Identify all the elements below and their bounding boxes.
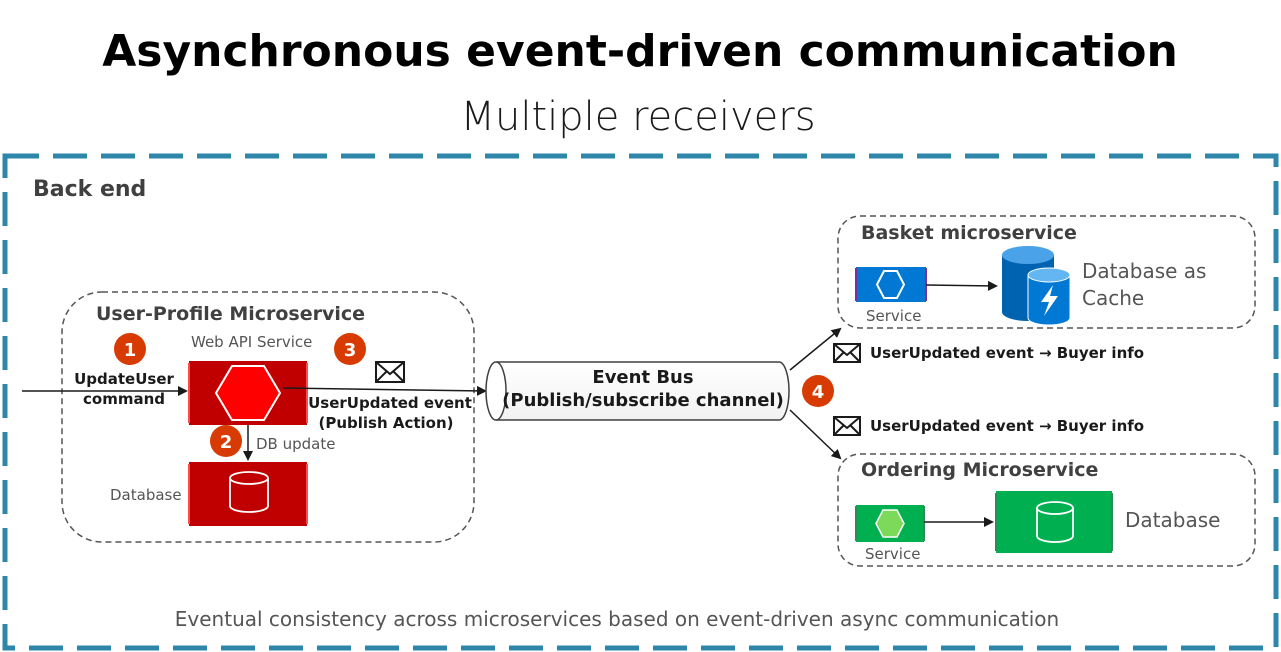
step-2-number: 2: [220, 432, 233, 453]
basket-db-label-line1: Database as: [1082, 259, 1206, 283]
ordering-event-label: UserUpdated event → Buyer info: [870, 417, 1144, 435]
basket-service: [855, 267, 927, 302]
ordering-service: [855, 505, 925, 542]
step-1-number: 1: [124, 340, 137, 361]
footer-caption: Eventual consistency across microservice…: [175, 607, 1059, 631]
step-2-badge: [210, 425, 242, 457]
step-3-number: 3: [344, 340, 357, 361]
cache-database-icon: [1002, 246, 1071, 326]
step-4-number: 4: [812, 382, 825, 403]
event-bus: Event Bus (Publish/subscribe channel): [485, 361, 790, 421]
command-label-line2: command: [83, 390, 165, 408]
backend-label: Back end: [33, 177, 146, 202]
basket-db-label-line2: Cache: [1082, 286, 1144, 310]
event-bus-title: Event Bus: [592, 367, 693, 388]
user-profile-container: [61, 291, 475, 543]
database-icon: [1036, 501, 1074, 543]
envelope-icon: [375, 361, 405, 383]
envelope-icon: [833, 343, 861, 363]
ordering-container: [837, 453, 1256, 567]
step-1-badge: [114, 333, 146, 365]
ordering-subscribe-arrow: [789, 409, 842, 460]
hexagon-icon: [875, 509, 905, 538]
envelope-icon: [833, 416, 861, 436]
command-label-line1: UpdateUser: [74, 370, 174, 388]
publish-arrow: [282, 385, 487, 396]
db-update-label: DB update: [256, 435, 335, 453]
step-3-badge: [334, 333, 366, 365]
basket-service-label: Service: [866, 307, 921, 325]
publish-label-line1: UserUpdated event: [308, 394, 472, 412]
ordering-service-label: Service: [865, 545, 920, 563]
basket-container: [837, 215, 1256, 329]
ordering-db-label: Database: [1125, 508, 1220, 532]
web-api-service: [188, 361, 308, 425]
step-4-badge: [802, 375, 834, 407]
basket-cache-arrow: [925, 280, 998, 291]
web-api-label: Web API Service: [191, 333, 312, 351]
ordering-title: Ordering Microservice: [861, 459, 1098, 481]
publish-label-line2: (Publish Action): [318, 414, 453, 432]
user-profile-database: [188, 462, 308, 526]
event-bus-subtitle: (Publish/subscribe channel): [502, 390, 784, 411]
basket-subscribe-arrow: [789, 327, 842, 371]
user-db-label: Database: [110, 486, 182, 504]
database-icon: [229, 471, 269, 513]
page-title: Asynchronous event-driven communication: [102, 26, 1178, 77]
basket-title: Basket microservice: [861, 222, 1077, 244]
user-profile-title: User-Profile Microservice: [96, 303, 365, 325]
backend-frame: [2, 153, 1279, 651]
page-subtitle: Multiple receivers: [460, 94, 815, 140]
ordering-database: [995, 491, 1113, 553]
hexagon-icon: [214, 365, 282, 421]
hexagon-icon: [875, 270, 906, 299]
lightning-icon: [1041, 285, 1058, 316]
basket-event-label: UserUpdated event → Buyer info: [870, 344, 1144, 362]
